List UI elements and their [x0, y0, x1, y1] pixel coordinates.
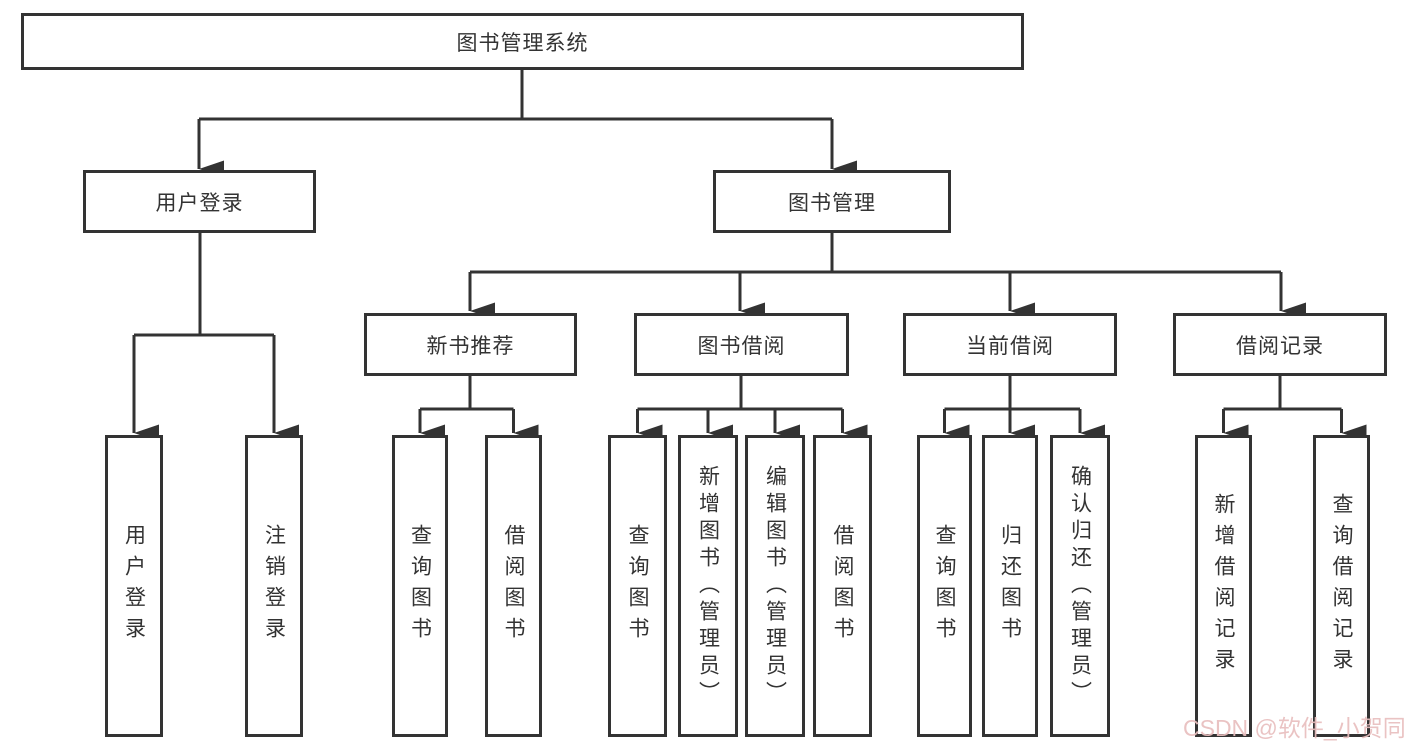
leaf-label: 查询图书 [408, 524, 432, 648]
node-user-login: 用户登录 [83, 170, 316, 233]
leaf-label: 归还图书 [998, 524, 1022, 648]
leaf-label: 用户登录 [122, 524, 146, 648]
node-leaf-logout: 注销登录 [245, 435, 303, 737]
node-current-borrowing: 当前借阅 [903, 313, 1117, 376]
leaf-label: 编辑图书（管理员） [763, 464, 787, 708]
leaf-label: 新增图书（管理员） [696, 464, 720, 708]
node-leaf-add-books-admin: 新增图书（管理员） [678, 435, 738, 737]
node-leaf-return-books: 归还图书 [982, 435, 1038, 737]
leaf-label: 新增借阅记录 [1212, 493, 1235, 679]
leaf-label: 查询图书 [626, 524, 649, 648]
leaf-label: 借阅图书 [831, 524, 854, 648]
node-book-management: 图书管理 [713, 170, 951, 233]
leaf-label: 借阅图书 [502, 524, 525, 648]
node-leaf-edit-books-admin: 编辑图书（管理员） [745, 435, 805, 737]
node-leaf-query-books-2: 查询图书 [608, 435, 667, 737]
leaf-label: 确认归还（管理员） [1068, 464, 1092, 708]
leaf-label: 查询图书 [933, 524, 956, 648]
leaf-label: 注销登录 [262, 524, 286, 648]
node-leaf-borrow-books-1: 借阅图书 [485, 435, 542, 737]
node-leaf-query-books-1: 查询图书 [392, 435, 448, 737]
node-book-borrowing: 图书借阅 [634, 313, 849, 376]
node-leaf-add-borrow-record: 新增借阅记录 [1195, 435, 1252, 737]
node-leaf-query-borrow-record: 查询借阅记录 [1313, 435, 1370, 737]
node-new-book-recommend: 新书推荐 [364, 313, 577, 376]
leaf-label: 查询借阅记录 [1330, 493, 1353, 679]
arrow-stems [132, 119, 1367, 442]
node-leaf-borrow-books-2: 借阅图书 [813, 435, 872, 737]
tree-branch-lines [134, 70, 1342, 411]
node-leaf-user-login: 用户登录 [105, 435, 163, 737]
csdn-watermark: CSDN @软件_小贺同学 [1183, 715, 1405, 741]
node-leaf-query-books-3: 查询图书 [917, 435, 972, 737]
node-library-management-system: 图书管理系统 [21, 13, 1024, 70]
node-borrowing-records: 借阅记录 [1173, 313, 1387, 376]
node-leaf-confirm-return-admin: 确认归还（管理员） [1050, 435, 1110, 737]
